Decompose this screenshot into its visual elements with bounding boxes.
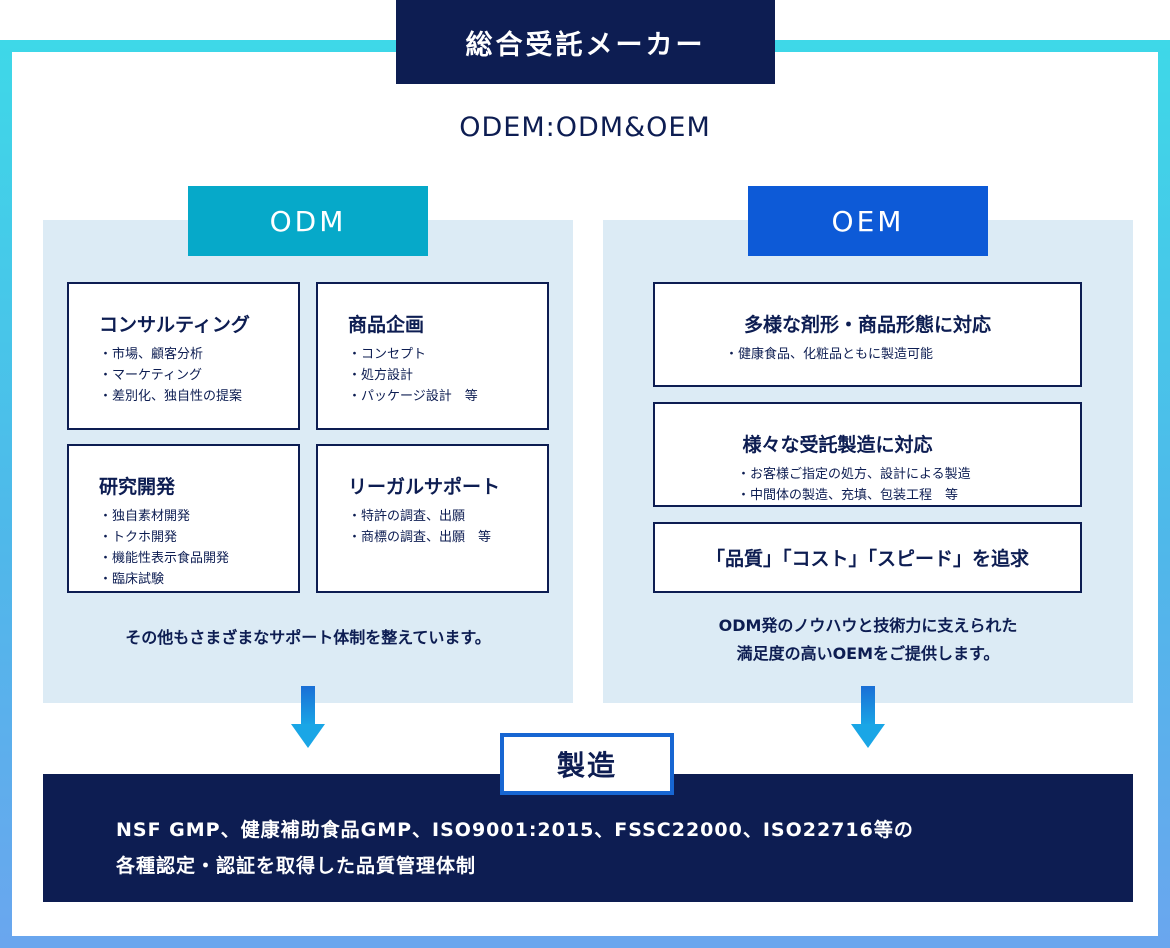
card-title: 研究開発 (99, 476, 176, 498)
odm-card-rnd: 研究開発 ・独自素材開発 ・トクホ開発 ・機能性表示食品開発 ・臨床試験 (67, 444, 300, 593)
oem-note: ODM発のノウハウと技術力に支えられた 満足度の高いOEMをご提供します。 (603, 612, 1133, 668)
card-list: ・市場、顧客分析 ・マーケティング ・差別化、独自性の提案 (99, 344, 242, 407)
list-item: ・機能性表示食品開発 (99, 551, 230, 566)
list-item: ・差別化、独自性の提案 (99, 389, 243, 404)
note-line: 満足度の高いOEMをご提供します。 (736, 644, 1000, 663)
list-item: ・中間体の製造、充填、包装工程 等 (737, 488, 959, 503)
list-item: ・トクホ開発 (99, 530, 178, 545)
list-item: ・商標の調査、出願 等 (348, 530, 492, 545)
list-item: ・マーケティング (99, 368, 202, 383)
odm-note: その他もさまざまなサポート体制を整えています。 (125, 628, 491, 647)
card-title: リーガルサポート (348, 476, 501, 498)
manufacturing-line: NSF GMP、健康補助食品GMP、ISO9001:2015、FSSC22000… (116, 819, 914, 841)
odm-heading: ODM (188, 186, 428, 256)
list-item: ・市場、顧客分析 (99, 347, 204, 362)
main-title: 総合受託メーカー (396, 0, 775, 84)
note-line: ODM発のノウハウと技術力に支えられた (718, 616, 1018, 635)
oem-card-quality: 「品質」「コスト」「スピード」を追求 (653, 522, 1082, 593)
card-title: 多様な剤形・商品形態に対応 (743, 314, 991, 336)
list-item: ・処方設計 (348, 368, 414, 383)
list-item: ・独自素材開発 (99, 509, 191, 524)
odm-card-planning: 商品企画 ・コンセプト ・処方設計 ・パッケージ設計 等 (316, 282, 549, 430)
list-item: ・パッケージ設計 等 (348, 389, 478, 404)
manufacturing-label: 製造 (500, 733, 674, 795)
manufacturing-description: NSF GMP、健康補助食品GMP、ISO9001:2015、FSSC22000… (116, 812, 1076, 884)
down-arrow-icon (291, 686, 325, 748)
oem-heading: OEM (748, 186, 988, 256)
list-item: ・コンセプト (348, 347, 427, 362)
oem-card-forms: 多様な剤形・商品形態に対応 ・健康食品、化粧品ともに製造可能 (653, 282, 1082, 387)
odm-card-legal: リーガルサポート ・特許の調査、出願 ・商標の調査、出願 等 (316, 444, 549, 593)
card-list: ・特許の調査、出願 ・商標の調査、出願 等 (348, 506, 491, 548)
manufacturing-line: 各種認定・認証を取得した品質管理体制 (116, 855, 477, 877)
oem-card-contract: 様々な受託製造に対応 ・お客様ご指定の処方、設計による製造 ・中間体の製造、充填… (653, 402, 1082, 507)
subtitle: ODEM:ODM&OEM (459, 112, 711, 143)
list-item: ・健康食品、化粧品ともに製造可能 (725, 347, 934, 362)
odm-card-consulting: コンサルティング ・市場、顧客分析 ・マーケティング ・差別化、独自性の提案 (67, 282, 300, 430)
list-item: ・特許の調査、出願 (348, 509, 466, 524)
card-title: 商品企画 (348, 314, 425, 336)
down-arrow-icon (851, 686, 885, 748)
card-title: 様々な受託製造に対応 (742, 434, 933, 456)
card-list: ・健康食品、化粧品ともに製造可能 (725, 344, 933, 365)
card-title: コンサルティング (99, 314, 250, 336)
card-list: ・独自素材開発 ・トクホ開発 ・機能性表示食品開発 ・臨床試験 (99, 506, 229, 590)
card-list: ・コンセプト ・処方設計 ・パッケージ設計 等 (348, 344, 478, 407)
list-item: ・臨床試験 (99, 572, 165, 587)
card-list: ・お客様ご指定の処方、設計による製造 ・中間体の製造、充填、包装工程 等 (737, 464, 971, 506)
manufacturing-label-text: 製造 (504, 737, 670, 791)
list-item: ・お客様ご指定の処方、設計による製造 (737, 467, 971, 482)
manufacturing-bar (43, 774, 1133, 902)
